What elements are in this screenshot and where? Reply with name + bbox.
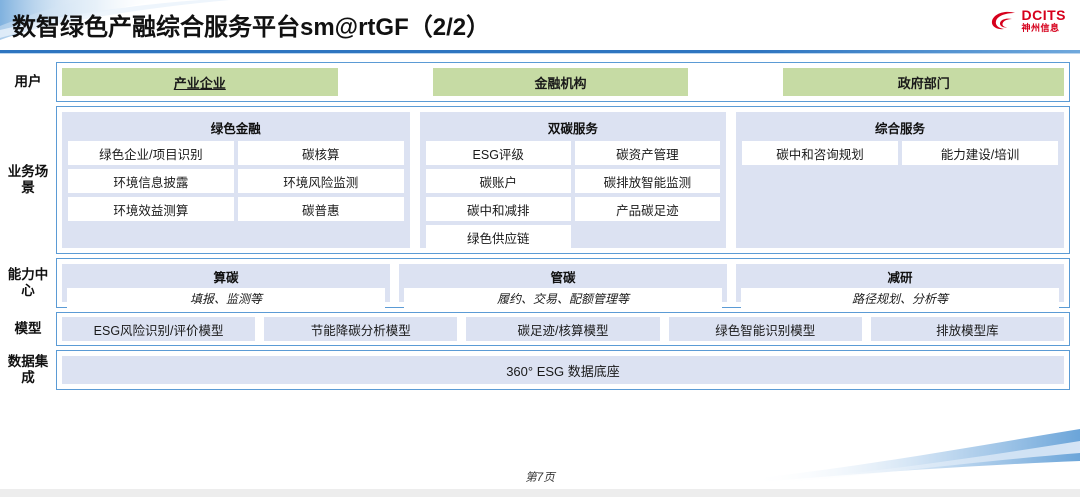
user-box-government[interactable]: 政府部门	[783, 68, 1064, 96]
logo-en: DCITS	[1021, 7, 1066, 23]
row-label-user: 用户	[14, 74, 42, 90]
architecture-stack: 用户 产业企业 金融机构 政府部门 业务场景 绿色金融	[0, 62, 1080, 394]
page-number: 第7页	[525, 472, 555, 484]
business-group-dual-carbon: 双碳服务 ESG评级 碳资产管理 碳账户 碳排放智能监测 碳中和减排 产品碳足迹…	[419, 112, 727, 249]
row-model: 模型 ESG风险识别/评价模型 节能降碳分析模型 碳足迹/核算模型 绿色智能识别…	[0, 312, 1080, 346]
row-capability-center: 能力中心 算碳 填报、监测等 管碳 履约、交易、配额管理等 减研 路径规划、分析…	[0, 258, 1080, 308]
logo-cn: 神州信息	[1021, 23, 1060, 33]
brand-logo: DCITS 神州信息	[991, 8, 1067, 33]
row-body-model: ESG风险识别/评价模型 节能降碳分析模型 碳足迹/核算模型 绿色智能识别模型 …	[56, 312, 1070, 346]
business-item[interactable]: 环境信息披露	[68, 169, 234, 193]
business-item[interactable]: 环境风险监测	[237, 169, 404, 193]
logo-text: DCITS 神州信息	[1022, 8, 1067, 33]
page-footer: 第7页	[0, 469, 1080, 485]
business-item[interactable]: 绿色企业/项目识别	[68, 141, 234, 165]
row-label-capability-center: 能力中心	[7, 267, 49, 298]
business-item[interactable]: 碳资产管理	[574, 141, 720, 165]
page-title: 数智绿色产融综合服务平台sm@rtGF（2/2）	[12, 14, 491, 41]
model-item[interactable]: 排放模型库	[870, 317, 1065, 341]
business-item-list: ESG评级 碳资产管理 碳账户 碳排放智能监测 碳中和减排 产品碳足迹 绿色供应…	[425, 141, 720, 249]
user-label-financial: 金融机构	[534, 75, 587, 91]
row-body-business-scenario: 绿色金融 绿色企业/项目识别 碳核算 环境信息披露 环境风险监测 环境效益测算 …	[56, 106, 1070, 254]
row-body-capability-center: 算碳 填报、监测等 管碳 履约、交易、配额管理等 减研 路径规划、分析等	[56, 258, 1070, 308]
capability-subtitle: 路径规划、分析等	[741, 288, 1059, 308]
user-gap-2	[688, 68, 783, 96]
business-item[interactable]: 碳中和咨询规划	[742, 141, 898, 165]
capability-group-calc-carbon[interactable]: 算碳 填报、监测等	[62, 264, 390, 308]
user-strip: 产业企业 金融机构 政府部门	[62, 68, 1064, 96]
model-item[interactable]: ESG风险识别/评价模型	[62, 317, 256, 341]
row-business-scenario: 业务场景 绿色金融 绿色企业/项目识别 碳核算 环境信息披露 环境风险监测 环境…	[0, 106, 1080, 254]
capability-group-manage-carbon[interactable]: 管碳 履约、交易、配额管理等	[399, 264, 727, 308]
business-item[interactable]: 碳普惠	[237, 197, 404, 221]
business-item-list: 绿色企业/项目识别 碳核算 环境信息披露 环境风险监测 环境效益测算 碳普惠	[68, 141, 404, 221]
user-box-financial[interactable]: 金融机构	[432, 68, 689, 96]
business-group-title: 双碳服务	[547, 122, 598, 136]
business-item[interactable]: 产品碳足迹	[574, 197, 720, 221]
row-label-business-scenario: 业务场景	[7, 164, 49, 195]
row-user: 用户 产业企业 金融机构 政府部门	[0, 62, 1080, 102]
business-item[interactable]: 绿色供应链	[425, 225, 571, 249]
business-item[interactable]: 碳排放智能监测	[574, 169, 720, 193]
user-box-industry[interactable]: 产业企业	[62, 68, 338, 96]
row-label-data-integration: 数据集成	[7, 354, 49, 385]
business-item[interactable]: 碳中和减排	[425, 197, 571, 221]
capability-title: 减研	[887, 271, 913, 285]
business-item[interactable]: 环境效益测算	[68, 197, 234, 221]
user-label-government: 政府部门	[897, 75, 950, 91]
business-group-title: 绿色金融	[210, 122, 261, 136]
capability-title: 算碳	[213, 271, 239, 285]
model-item-grid: ESG风险识别/评价模型 节能降碳分析模型 碳足迹/核算模型 绿色智能识别模型 …	[62, 317, 1065, 341]
title-divider-secondary	[0, 53, 1080, 54]
capability-subtitle: 履约、交易、配额管理等	[404, 288, 722, 308]
row-body-user: 产业企业 金融机构 政府部门	[56, 62, 1070, 102]
model-item[interactable]: 碳足迹/核算模型	[466, 317, 660, 341]
business-group-title: 综合服务	[875, 122, 926, 136]
row-data-integration: 数据集成 360° ESG 数据底座	[0, 350, 1080, 390]
business-item[interactable]: ESG评级	[425, 141, 571, 165]
business-item[interactable]: 能力建设/培训	[902, 141, 1058, 165]
slide-header: 数智绿色产融综合服务平台sm@rtGF（2/2） DCITS 神州信息	[0, 0, 1080, 54]
row-body-data-integration: 360° ESG 数据底座	[56, 350, 1070, 390]
business-item-list: 碳中和咨询规划 能力建设/培训	[742, 141, 1058, 165]
capability-subtitle: 填报、监测等	[67, 288, 385, 308]
business-item[interactable]: 碳核算	[237, 141, 404, 165]
business-group-comprehensive: 综合服务 碳中和咨询规划 能力建设/培训	[736, 112, 1064, 248]
footer-bar	[0, 489, 1080, 497]
capability-group-grid: 算碳 填报、监测等 管碳 履约、交易、配额管理等 减研 路径规划、分析等	[62, 264, 1064, 308]
title-divider	[0, 50, 1080, 53]
model-item[interactable]: 绿色智能识别模型	[668, 317, 862, 341]
business-group-green-finance: 绿色金融 绿色企业/项目识别 碳核算 环境信息披露 环境风险监测 环境效益测算 …	[62, 112, 410, 248]
business-group-grid: 绿色金融 绿色企业/项目识别 碳核算 环境信息披露 环境风险监测 环境效益测算 …	[62, 112, 1064, 249]
model-item[interactable]: 节能降碳分析模型	[264, 317, 458, 341]
business-item[interactable]: 碳账户	[425, 169, 571, 193]
user-label-industry: 产业企业	[173, 75, 226, 91]
data-foundation-band[interactable]: 360° ESG 数据底座	[62, 356, 1064, 384]
capability-group-reduce-research[interactable]: 减研 路径规划、分析等	[736, 264, 1064, 308]
user-gap-1	[338, 68, 433, 96]
dcits-swirl-icon	[991, 11, 1015, 29]
capability-title: 管碳	[550, 271, 576, 285]
row-label-model: 模型	[14, 321, 42, 337]
